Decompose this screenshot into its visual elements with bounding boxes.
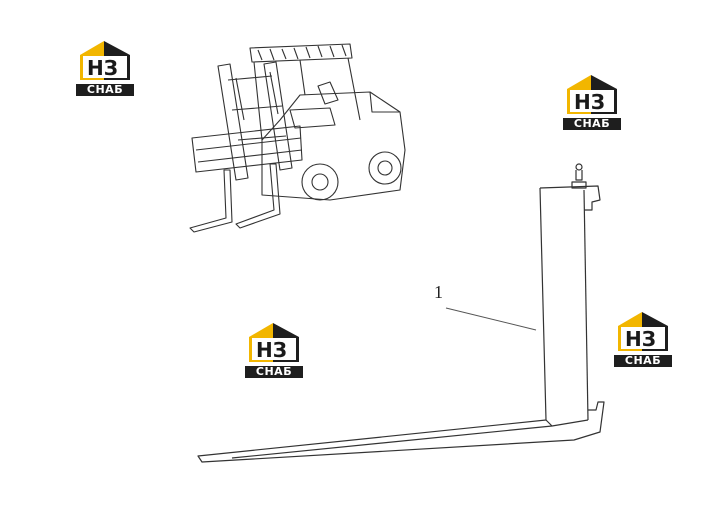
callout-leader (445, 307, 537, 331)
brand-logo: НЗ СНАБ (74, 36, 136, 96)
logo-label: СНАБ (614, 355, 672, 367)
logo-label: СНАБ (563, 118, 621, 130)
house-icon (618, 312, 668, 351)
house-icon (80, 41, 130, 80)
callout-number: 1 (434, 282, 443, 302)
logo-label: СНАБ (76, 84, 134, 96)
logo-mark: НЗ (87, 56, 118, 80)
logo-mark: НЗ (625, 327, 656, 351)
forklift-drawing (189, 43, 406, 233)
house-icon (567, 75, 617, 114)
logo-mark: НЗ (574, 90, 605, 114)
logo-label: СНАБ (245, 366, 303, 378)
brand-logo: НЗ СНАБ (612, 307, 674, 367)
fork-drawing (197, 163, 605, 463)
house-icon (249, 323, 299, 362)
brand-logo: НЗ СНАБ (243, 318, 305, 378)
brand-logo: НЗ СНАБ (561, 70, 623, 130)
logo-mark: НЗ (256, 338, 287, 362)
